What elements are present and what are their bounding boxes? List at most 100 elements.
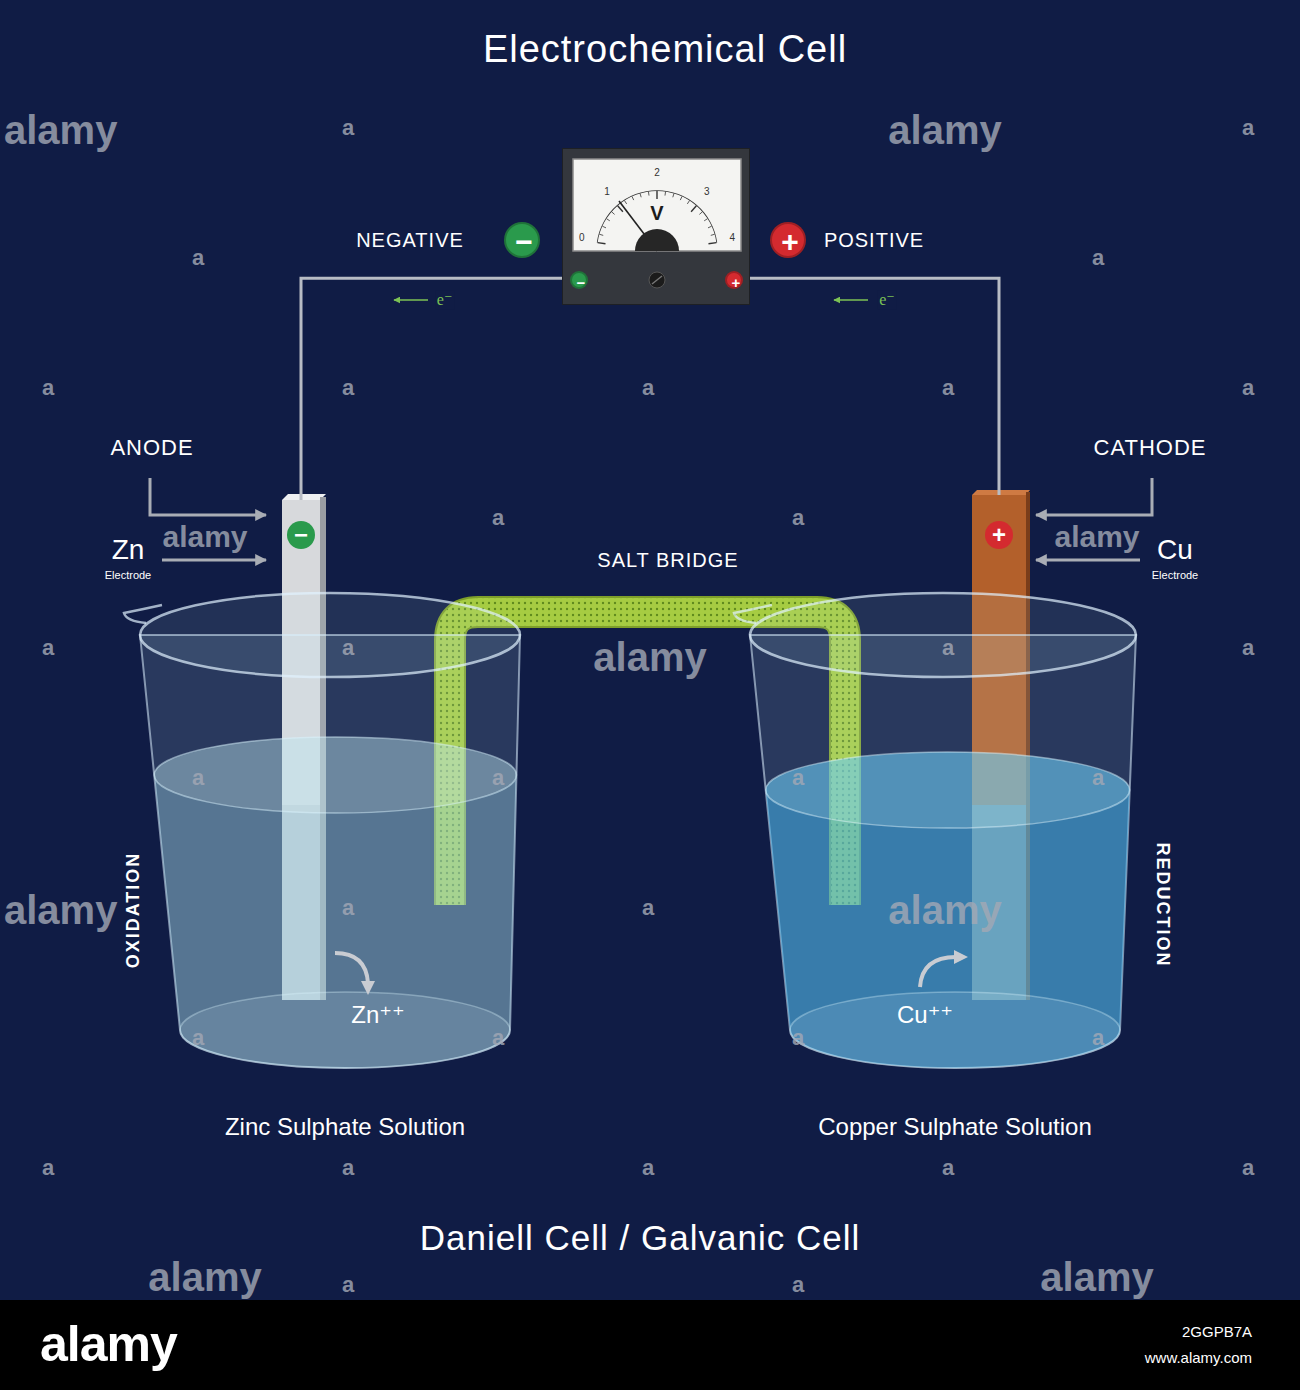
watermark-mark: a [1242, 635, 1254, 660]
reaction-label: OXIDATION [123, 852, 144, 969]
watermark-mark: a [942, 375, 954, 400]
watermark-mark: a [342, 1272, 354, 1297]
polarity-sign: + [985, 521, 1013, 549]
scale-tick [656, 191, 657, 199]
polarity-sign: + [781, 227, 799, 257]
element-symbol: Cu [1157, 534, 1193, 566]
scale-tick [699, 212, 702, 215]
watermark-mark: a [642, 895, 654, 920]
watermark: alamy [4, 887, 117, 933]
scale-number: 0 [579, 233, 585, 245]
ion-label: Cu⁺⁺ [897, 1001, 953, 1029]
scale-tick [640, 193, 641, 197]
diagram-title: Electrochemical Cell [483, 28, 847, 72]
polarity-sign: + [732, 275, 741, 290]
watermark-mark: a [342, 375, 354, 400]
scale-tick [708, 243, 716, 244]
electron-flow-arrow [834, 299, 868, 301]
scale-tick [602, 226, 606, 228]
scale-number: 1 [604, 186, 610, 198]
leader-line [162, 559, 266, 562]
beaker-liquid [154, 775, 516, 1068]
ion-arrow [920, 957, 956, 987]
beaker-rim [750, 593, 1136, 677]
zero-screw [649, 272, 665, 288]
watermark-mark: a [192, 1025, 204, 1050]
bottom-bar [0, 1300, 1300, 1390]
watermark-mark: a [342, 1155, 354, 1180]
scale-tick [704, 219, 707, 221]
polarity-sign: − [287, 521, 315, 549]
reaction-label: REDUCTION [1153, 843, 1174, 968]
watermark-mark: a [1092, 1025, 1104, 1050]
copper-beaker: Cu⁺⁺ Copper Sulphate Solution [750, 585, 1150, 1160]
watermark: alamy [148, 1254, 261, 1300]
beaker-rim [140, 593, 520, 677]
watermark-mark: a [942, 1155, 954, 1180]
watermark: alamy [4, 107, 117, 153]
scale-tick [664, 192, 666, 196]
scale-tick [648, 192, 650, 196]
watermark-mark: a [792, 1272, 804, 1297]
negative-terminal: − [570, 271, 588, 289]
watermark-mark: a [792, 505, 804, 530]
scale-number: 4 [729, 233, 735, 245]
leader-line [1036, 559, 1140, 562]
meter-symbol: V [650, 202, 663, 225]
beaker-base [790, 992, 1120, 1068]
beaker-glass [140, 635, 520, 1068]
watermark-mark: a [792, 1025, 804, 1050]
ion-label: Zn⁺⁺ [351, 1001, 404, 1029]
beaker-spout [124, 605, 162, 623]
watermark-mark: a [642, 1155, 654, 1180]
element-symbol: Zn [112, 534, 145, 566]
beaker-base [180, 992, 510, 1068]
ion-arrow [335, 953, 368, 983]
watermark-mark: a [492, 1025, 504, 1050]
beaker-spout [734, 605, 772, 623]
watermark-mark: a [492, 765, 504, 790]
solution-label: Copper Sulphate Solution [818, 1113, 1092, 1141]
scale-tick [711, 234, 715, 235]
watermark-mark: a [1242, 1155, 1254, 1180]
watermark: alamy [593, 634, 706, 680]
needle-pivot [635, 229, 679, 251]
electrode-caption: Electrode [1152, 569, 1198, 582]
stock-id: 2GGPB7A [1182, 1323, 1252, 1340]
solution-label: Zinc Sulphate Solution [225, 1113, 465, 1141]
watermark: alamy [888, 107, 1001, 153]
diagram-caption: Daniell Cell / Galvanic Cell [420, 1218, 860, 1258]
stock-url: www.alamy.com [1145, 1349, 1252, 1366]
watermark-mark: a [492, 505, 504, 530]
watermark: alamy [888, 887, 1001, 933]
ion-arrow [954, 950, 968, 964]
beaker-glass [750, 635, 1136, 1068]
circuit-wire [301, 278, 562, 500]
liquid-surface [766, 752, 1130, 828]
watermark-mark: a [1092, 765, 1104, 790]
scale-tick [680, 196, 682, 200]
positive-terminal: + [725, 271, 743, 289]
scale-tick [708, 226, 712, 228]
polarity-sign: − [577, 275, 586, 290]
zero-screw [652, 276, 662, 284]
leader-line [150, 478, 266, 515]
watermark: alamy [1040, 1254, 1153, 1300]
scale-tick [673, 193, 674, 197]
watermark-mark: a [792, 765, 804, 790]
watermark-mark: a [1092, 245, 1104, 270]
watermark: alamy [1054, 520, 1139, 555]
electron-label: e⁻ [877, 291, 897, 309]
positive-badge: + [770, 222, 806, 258]
beaker-liquid [766, 790, 1130, 1068]
watermark-mark: a [192, 245, 204, 270]
scale-tick [618, 206, 623, 212]
circuit-wire [750, 278, 999, 495]
scale-tick [624, 201, 626, 204]
meter-face [573, 159, 741, 251]
electron-label: e⁻ [435, 291, 455, 309]
electron-flow-arrow [394, 299, 428, 301]
watermark-mark: a [1242, 375, 1254, 400]
watermark-mark: a [642, 375, 654, 400]
